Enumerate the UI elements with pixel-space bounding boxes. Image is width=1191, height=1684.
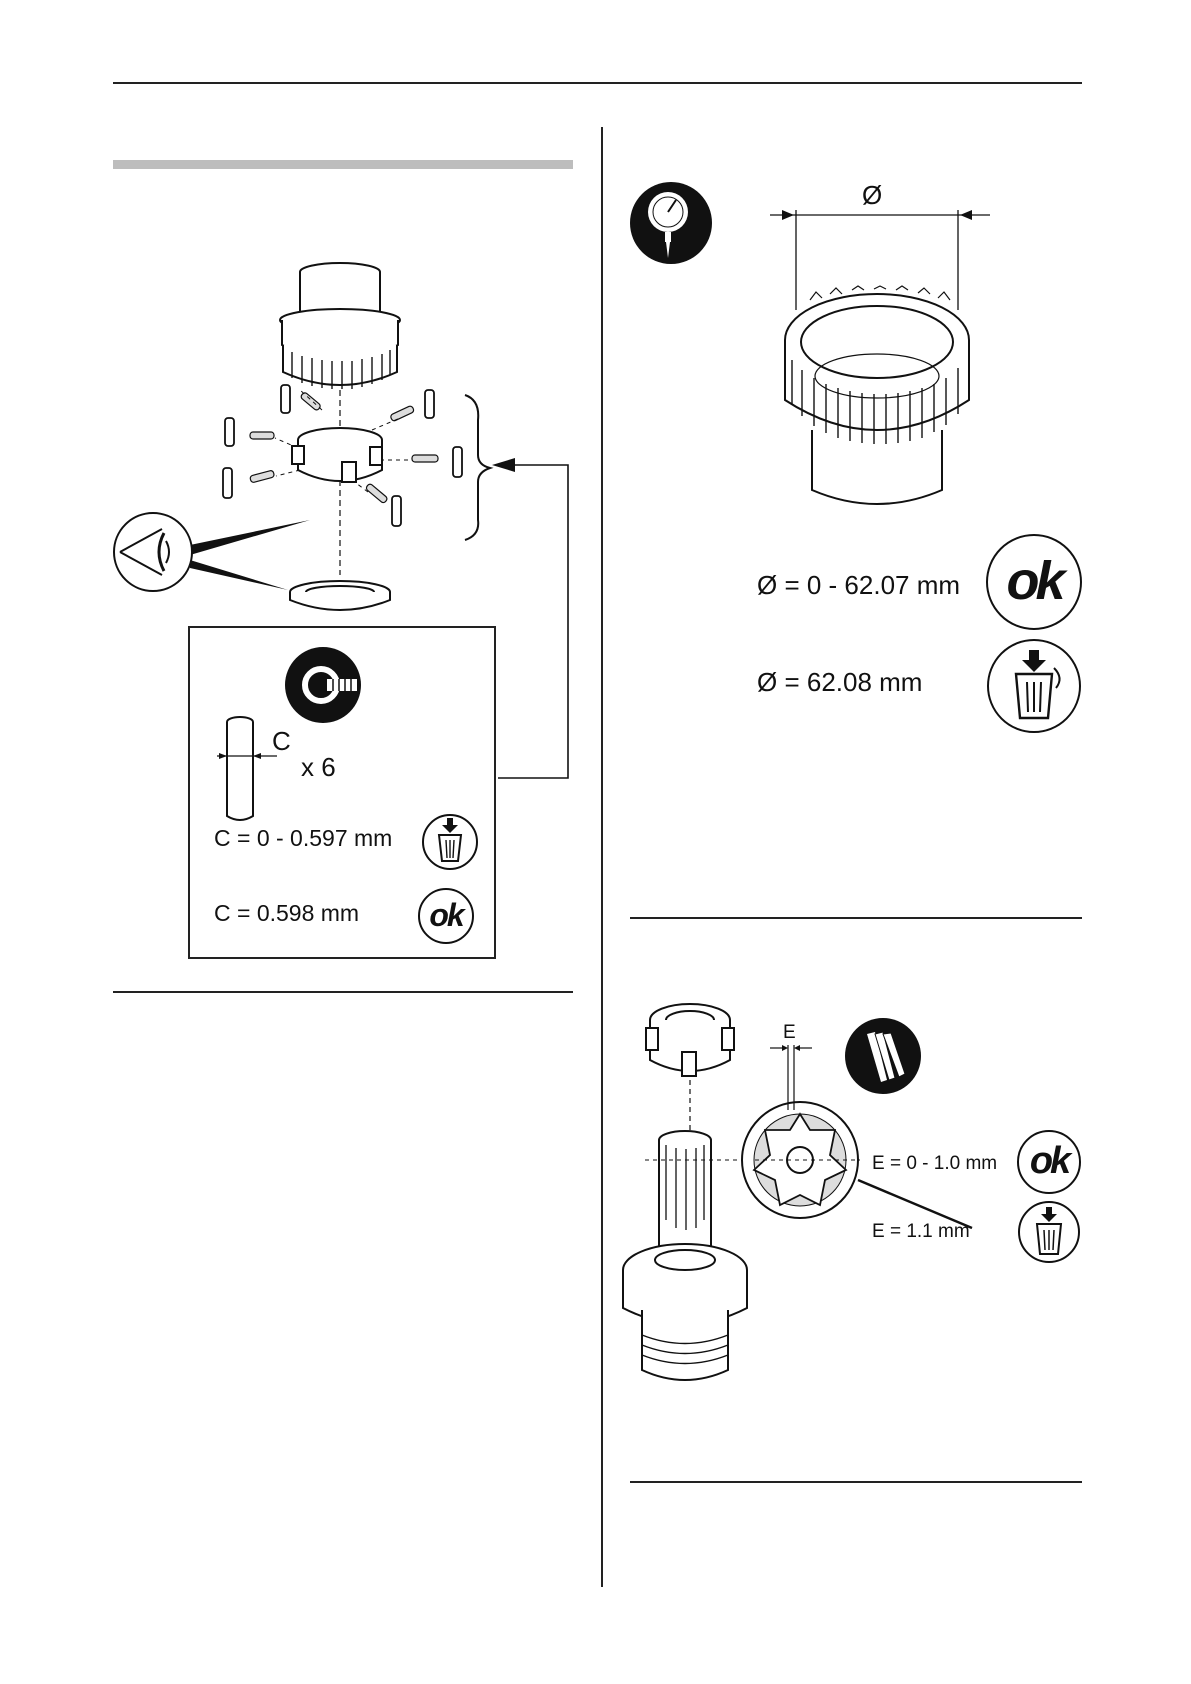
- ok-icon: ok: [986, 534, 1082, 630]
- pin-ok-range: C = 0.598 mm: [214, 900, 359, 927]
- pin-reject-range: C = 0 - 0.597 mm: [214, 825, 392, 852]
- clearance-dimension-letter: E: [783, 1022, 796, 1044]
- clearance-ok-range: E = 0 - 1.0 mm: [872, 1153, 997, 1175]
- bearing-gear-drawing: [770, 200, 1070, 540]
- diameter-ok-range: Ø = 0 - 62.07 mm: [757, 570, 960, 601]
- shaft-and-coupling-drawing: [620, 990, 1000, 1410]
- ok-badge-text: ok: [1006, 551, 1061, 611]
- trash-can-icon: [421, 813, 479, 871]
- ok-icon: ok: [418, 888, 474, 944]
- ok-badge-text: ok: [1030, 1140, 1068, 1182]
- pin-dimension-letter: C: [272, 726, 291, 757]
- ok-badge-text: ok: [429, 897, 462, 933]
- clearance-reject-range: E = 1.1 mm: [872, 1221, 970, 1243]
- micrometer-icon: [283, 645, 363, 725]
- ok-icon: ok: [1017, 1130, 1081, 1194]
- eye-icon: [112, 511, 194, 593]
- dial-gauge-icon: [628, 180, 714, 266]
- diameter-reject-range: Ø = 62.08 mm: [757, 667, 922, 698]
- trash-can-icon: [986, 638, 1082, 734]
- pin-quantity: x 6: [301, 752, 336, 783]
- feeler-gauge-icon: [843, 1016, 923, 1096]
- trash-can-icon: [1017, 1200, 1081, 1264]
